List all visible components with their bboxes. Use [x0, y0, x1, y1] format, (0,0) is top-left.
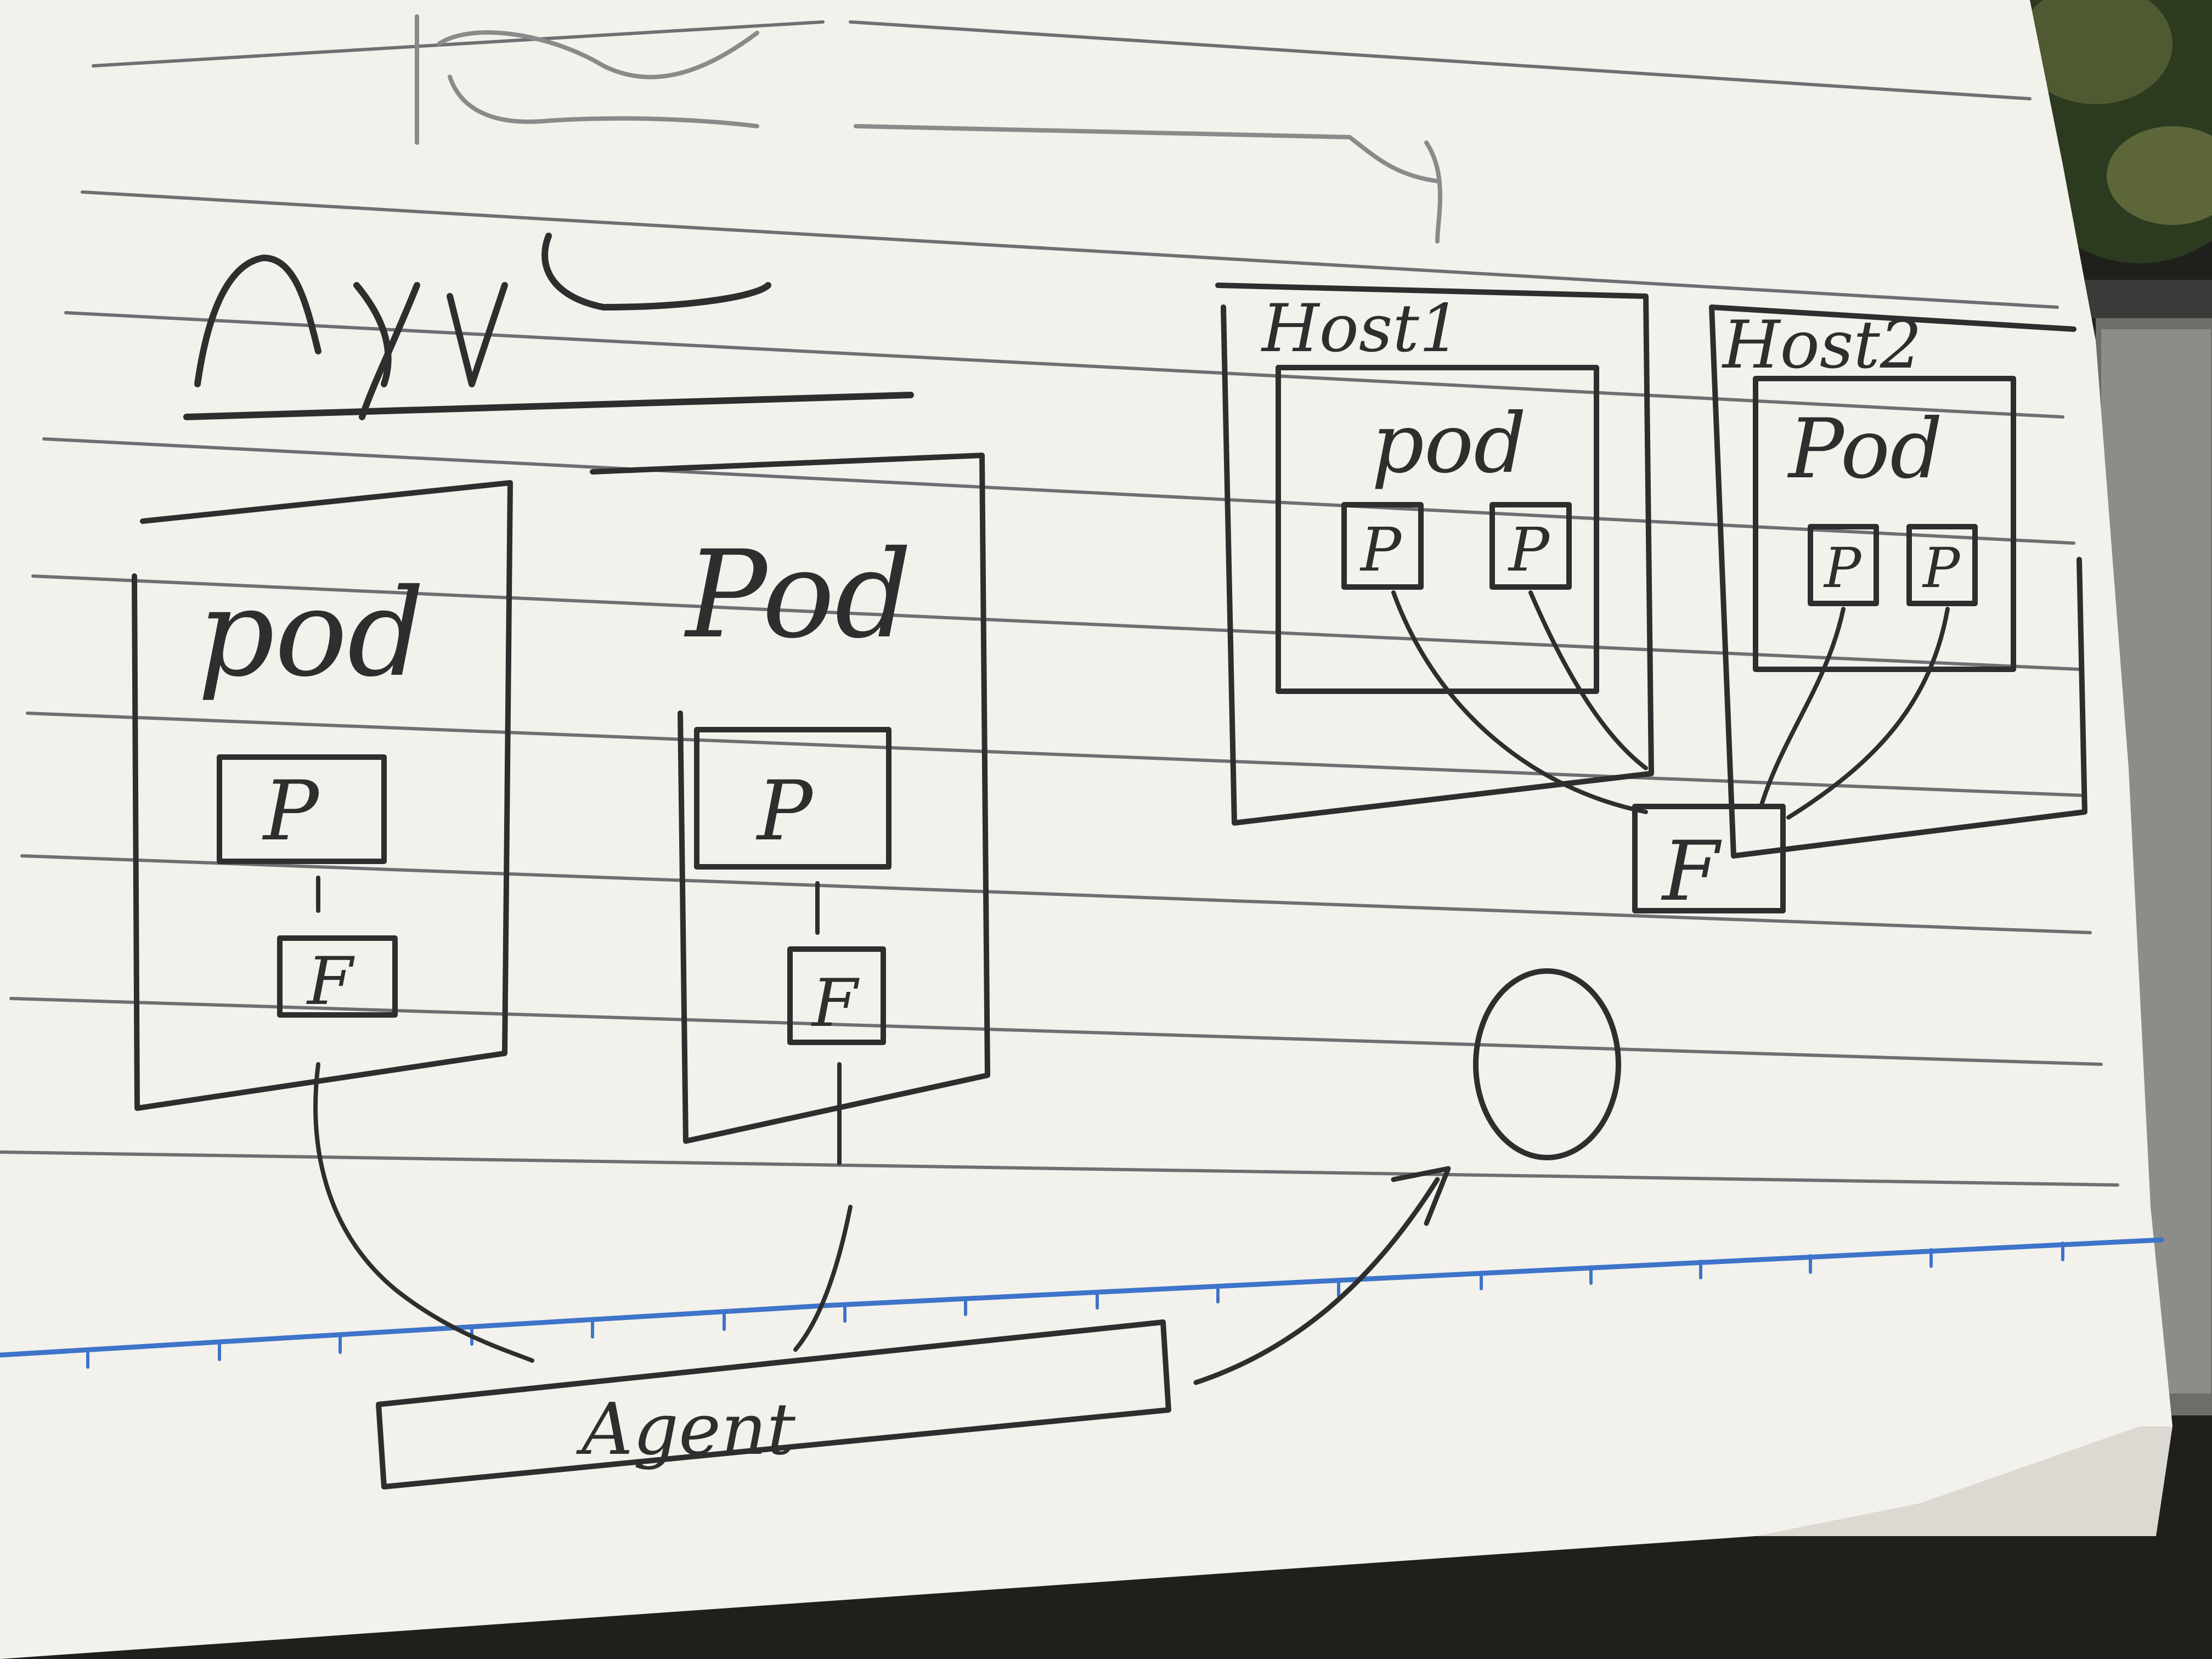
left-pod-1-process-box: [217, 754, 387, 864]
connection-h2p2: [1786, 607, 1950, 820]
agent-to-circle-arrow: [1193, 1166, 1451, 1385]
left-pod-2-label: Pod: [684, 524, 912, 665]
host-1-process-1-label: P: [1359, 515, 1402, 585]
host-2-pod-label: Pod: [1787, 402, 1943, 497]
connection-h2p1: [1759, 607, 1846, 809]
scribble-word: [183, 233, 914, 420]
host-1-border: [1215, 283, 1654, 826]
host-2-process-1-box: [1808, 524, 1879, 606]
left-pod-1-border: [132, 480, 513, 1111]
left-pod-2-process-box: [694, 727, 891, 870]
left-pod-1-forwarder-box: [277, 935, 398, 1018]
paper-shadow: [1756, 1426, 2172, 1536]
agent: Agent: [376, 1319, 1171, 1489]
host-1-label: Host1: [1261, 291, 1461, 367]
left-pod-2-forwarder-box: [787, 946, 886, 1045]
top-scribbles: [415, 14, 1442, 244]
left-pod-2: Pod P F: [590, 453, 990, 1144]
host-1-process-2-label: P: [1508, 515, 1550, 585]
left-pod-2-forwarder-label: F: [811, 966, 860, 1042]
host-2-pod-box: [1753, 376, 2016, 672]
host-1-pod-label: pod: [1372, 396, 1526, 492]
host-1-process-1-box: [1341, 502, 1424, 590]
shared-forwarder-label: F: [1661, 824, 1722, 919]
left-pod-2-process-label: P: [755, 764, 814, 859]
host-2-process-2-label: P: [1922, 536, 1961, 600]
left-pod-1: pod P F: [132, 480, 513, 1111]
shared-forwarder-box: [1632, 804, 1786, 913]
agent-connections: [313, 1062, 853, 1363]
host-2-process-1-label: P: [1823, 536, 1862, 600]
destination-circle: [1473, 968, 1621, 1160]
agent-box: [376, 1319, 1171, 1489]
host-1-process-2-box: [1489, 502, 1572, 590]
scribble-word-text: nyv-l: [198, 269, 411, 372]
left-pod-1-forwarder-label: F: [306, 944, 355, 1020]
agent-label: Agent: [576, 1387, 796, 1471]
connection-h1p2: [1528, 590, 1648, 770]
connection-lp2-agent: [793, 1062, 853, 1352]
connection-lp1-agent: [313, 1062, 534, 1363]
connection-h1p1: [1391, 590, 1648, 814]
host-1-pod-box: [1276, 365, 1599, 694]
left-pod-1-process-label: P: [262, 764, 320, 859]
shared-forwarder: F: [1632, 804, 1786, 919]
left-pod-1-label: pod: [198, 563, 425, 703]
host-1: Host1 pod P P: [1215, 283, 1654, 826]
host-2-border: [1709, 304, 2087, 859]
host-2-process-2-box: [1906, 524, 1978, 606]
blue-rule-ticks: [86, 1242, 2064, 1369]
host-2-label: Host2: [1722, 307, 1922, 383]
left-pod-2-border: [590, 453, 990, 1144]
ruled-lines: [0, 20, 2119, 1187]
host-connections: [1391, 590, 1950, 820]
host-2: Host2 Pod P P: [1709, 304, 2087, 859]
